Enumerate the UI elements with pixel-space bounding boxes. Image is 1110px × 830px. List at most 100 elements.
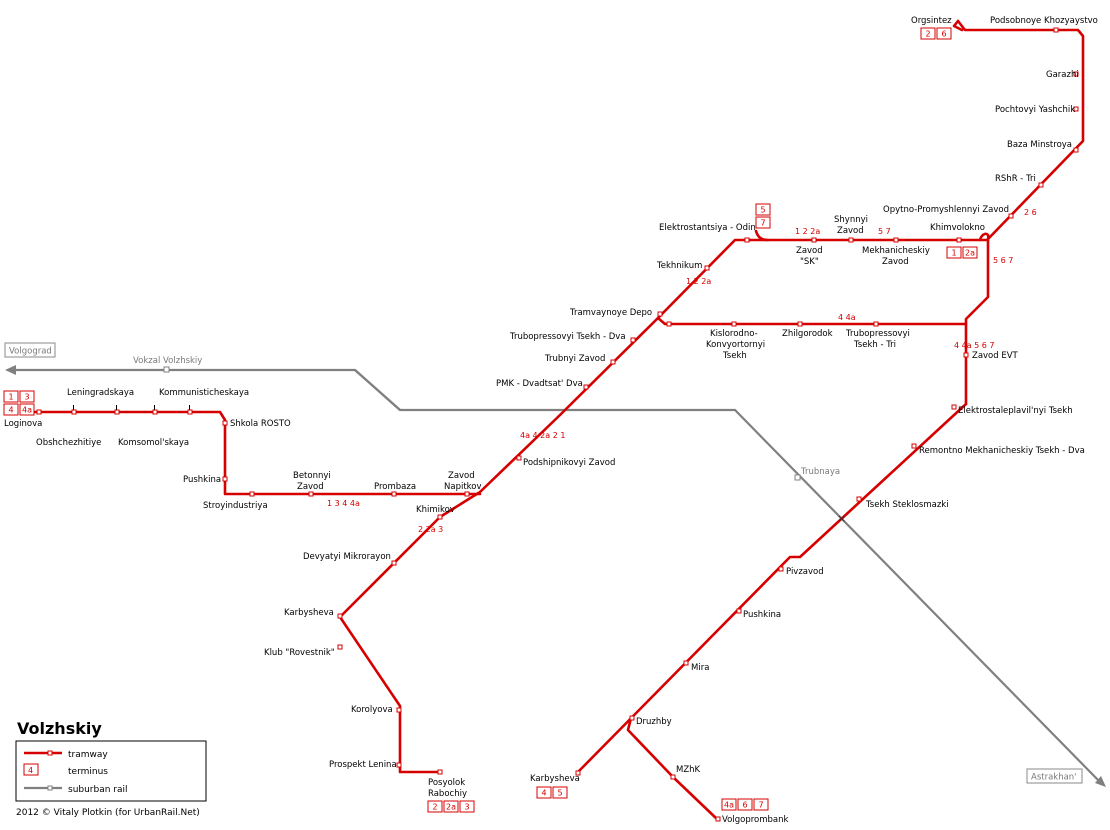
rail-label-vokzal: Vokzal Volzhskiy: [133, 356, 202, 366]
terminus-box-khimvolokno-1: 2a: [962, 246, 978, 259]
station-devyatyi: Devyatyi Mikrorayon: [303, 552, 391, 562]
station-podshipnikovyi: Podshipnikovyi Zavod: [523, 458, 615, 468]
rail-arrow-west-icon: [5, 365, 16, 375]
terminus-label-khimvolokno-0: 1: [951, 249, 956, 258]
tram-lines: [32, 19, 1085, 822]
terminus-label-orgsintez-1: 6: [941, 30, 946, 39]
rail-station-vokzal: [163, 366, 170, 373]
route-label-evt: 4 4a 5 6 7: [954, 341, 995, 350]
terminus-box-loginova-1: 3: [19, 390, 35, 403]
station-rshr: RShR - Tri: [995, 174, 1036, 184]
terminus-label-posyolok-2: 3: [464, 803, 469, 812]
svg-text:Astrakhan': Astrakhan': [1031, 773, 1077, 783]
terminus-box-loginova-0: 1: [3, 390, 19, 403]
station-steklosmazki: Tsekh Steklosmazki: [865, 500, 949, 510]
map-title: Volzhskiy: [17, 719, 102, 738]
legend-rail-label: suburban rail: [68, 785, 128, 795]
rail-crossing-icon: ×: [837, 512, 846, 525]
terminus-box-posyolok-0: 2: [427, 800, 443, 813]
terminus-label-posyolok-0: 2: [432, 803, 437, 812]
rail-label-trubnaya: Trubnaya: [800, 467, 840, 477]
station-loginova: Loginova: [4, 419, 42, 429]
terminus-box-volgoprombank-1: 6: [737, 798, 753, 811]
terminus-box-karbysheva_se-0: 4: [536, 786, 552, 799]
station-garazhi: Garazhi: [1046, 70, 1079, 80]
station-mira: Mira: [691, 663, 709, 673]
terminus-label-karbysheva_se-1: 5: [557, 789, 562, 798]
terminus-box-elektrostantsiya-1: 7: [755, 216, 771, 229]
route-label-khim-down: 5 6 7: [993, 256, 1013, 265]
terminus-box-karbysheva_se-1: 5: [552, 786, 568, 799]
station-kislorod-3: Tsekh: [722, 351, 747, 361]
station-napitkov: Zavod: [448, 471, 475, 481]
station-shynnyi: Shynnyi: [834, 215, 868, 225]
terminus-label-khimvolokno-1: 2a: [965, 249, 975, 258]
terminus-label-loginova-2: 4: [8, 406, 13, 415]
station-kommunisticheskaya: Kommunisticheskaya: [159, 388, 249, 398]
station-khimikov: Khimikov: [416, 505, 455, 515]
station-obshchezhitiye: Obshchezhitiye: [36, 438, 101, 448]
rail-destination-volgograd: Volgograd: [4, 342, 56, 358]
station-zavod-sk: Zavod: [796, 246, 823, 256]
route-label-podship: 4a 4 2a 2 1: [520, 431, 565, 440]
station-khimvolokno: Khimvolokno: [930, 223, 985, 233]
station-leningradskaya: Leningradskaya: [67, 388, 134, 398]
terminus-box-posyolok-1: 2a: [443, 800, 459, 813]
station-betonnyi: Betonnyi: [293, 471, 331, 481]
terminus-label-karbysheva_se-0: 4: [541, 789, 546, 798]
legend: tramway 4 terminus suburban rail: [15, 740, 207, 802]
station-pmk: PMK - Dvadtsat' Dva: [496, 379, 583, 389]
svg-text:Volgograd: Volgograd: [9, 347, 52, 357]
terminus-label-loginova-1: 3: [24, 393, 29, 402]
station-mekhanicheskiy: Mekhanicheskiy: [862, 246, 930, 256]
station-markers: [36, 27, 1079, 822]
terminus-label-orgsintez-0: 2: [925, 30, 930, 39]
terminus-label-loginova-0: 1: [8, 393, 13, 402]
terminus-label-posyolok-1: 2a: [446, 803, 456, 812]
station-mzhk: MZhK: [676, 765, 701, 775]
station-zavod-evt: Zavod EVT: [972, 351, 1019, 361]
station-karbysheva-sw: Karbysheva: [284, 608, 334, 618]
terminus-label-loginova-3: 4a: [22, 406, 32, 415]
rail-destination-astrakhan: Astrakhan': [1026, 768, 1083, 784]
station-depo: Tramvaynoye Depo: [569, 308, 652, 318]
route-label-west: 1 3 4 4a: [327, 499, 360, 508]
terminus-box-orgsintez-0: 2: [920, 27, 936, 40]
ticks-top: [73, 405, 190, 410]
legend-terminus-label: terminus: [68, 767, 108, 777]
copyright: 2012 © Vitaly Plotkin (for UrbanRail.Net…: [16, 808, 200, 818]
station-kislorod-2: Konvyortornyi: [706, 340, 765, 350]
route-label-sk: 1 2 2a: [795, 227, 820, 236]
terminus-label-volgoprombank-1: 6: [742, 801, 747, 810]
station-remontno: Remontno Mekhanicheskiy Tsekh - Dva: [919, 446, 1085, 456]
route-labels: 1 2 2a 5 7 2 6 5 6 7 1 2 2a 4 4a 4 4a 5 …: [327, 208, 1037, 534]
terminus-label-volgoprombank-2: 7: [758, 801, 763, 810]
station-napitkov-2: Napitkov: [444, 482, 482, 492]
legend-tram-label: tramway: [68, 750, 108, 760]
station-elektrostaleplavil: Elektrostaleplavil'nyi Tsekh: [958, 406, 1073, 416]
station-posyolok-2: Rabochiy: [428, 789, 467, 799]
terminus-box-orgsintez-1: 6: [936, 27, 952, 40]
route-label-tekh: 1 2 2a: [686, 277, 711, 286]
station-shynnyi-2: Zavod: [837, 226, 864, 236]
station-prombaza: Prombaza: [374, 482, 416, 492]
terminus-box-elektrostantsiya-0: 5: [755, 203, 771, 216]
station-podsobnoye: Podsobnoye Khozyaystvo: [990, 16, 1098, 26]
station-betonnyi-2: Zavod: [297, 482, 324, 492]
station-opytno: Opytno-Promyshlennyi Zavod: [883, 205, 1009, 215]
suburban-rail: [14, 368, 1101, 783]
station-shkola: Shkola ROSTO: [230, 419, 291, 429]
station-mekhanicheskiy-2: Zavod: [882, 257, 909, 267]
station-labels: Orgsintez Podsobnoye Khozyaystvo Garazhi…: [4, 16, 1098, 825]
station-klub: Klub "Rovestnik": [264, 648, 335, 658]
station-tekhnikum: Tekhnikum: [656, 261, 702, 271]
rail-station-trubnaya: [794, 474, 801, 481]
terminus-box-loginova-2: 4: [3, 403, 19, 416]
station-pochtovyi: Pochtovyi Yashchik: [995, 105, 1075, 115]
station-volgoprombank: Volgoprombank: [722, 815, 788, 825]
station-komsomolskaya: Komsomol'skaya: [118, 438, 189, 448]
terminus-box-khimvolokno-0: 1: [946, 246, 962, 259]
station-trubopress-tri: Trubopressovyi: [845, 329, 910, 339]
